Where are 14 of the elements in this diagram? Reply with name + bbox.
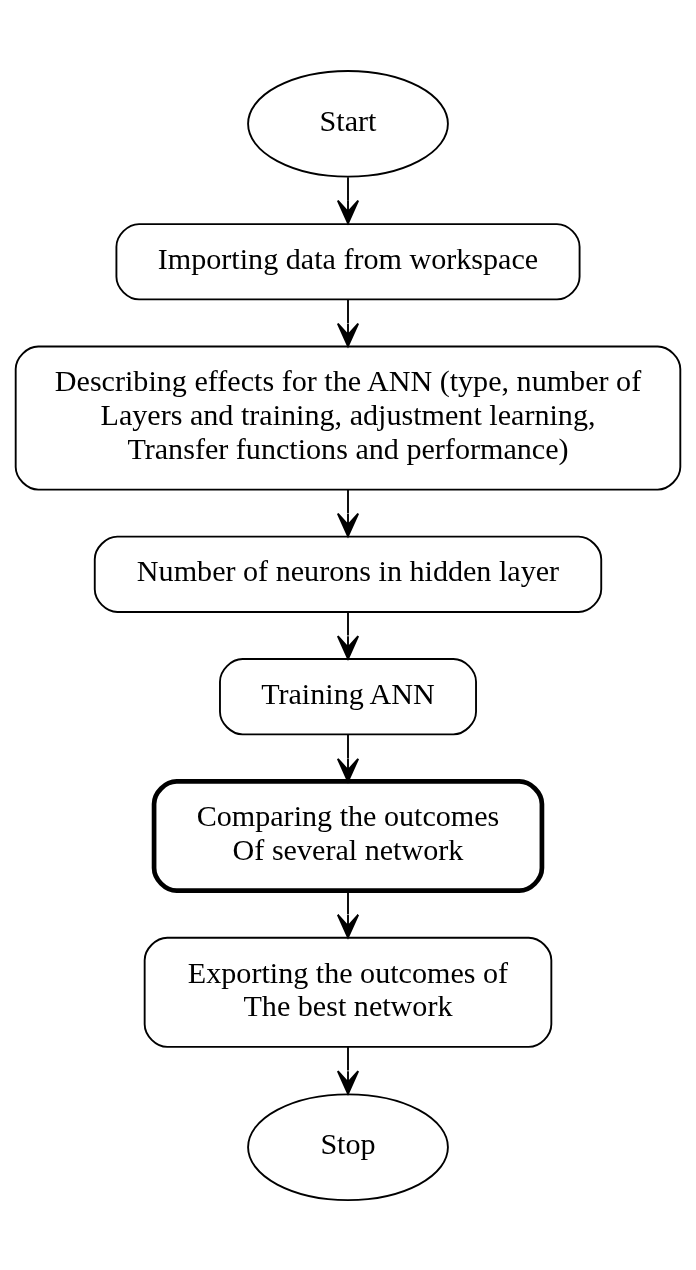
node-box: Training ANN: [219, 657, 477, 735]
arrow: [336, 175, 360, 224]
node-box: Exporting the outcomes of The best network: [143, 936, 553, 1048]
node-box: Comparing the outcomes Of several network: [151, 778, 545, 893]
arrow: [336, 733, 360, 782]
node-box: Number of neurons in hidden layer: [93, 535, 603, 613]
node-box: Describing effects for the ANN (type, number of Layers and training, adjustment learning, Transfer functions and performance): [14, 345, 682, 490]
arrow: [336, 488, 360, 537]
node-ellipse: Stop: [247, 1092, 449, 1201]
arrow: [336, 1045, 360, 1095]
node-ellipse: Start: [247, 69, 449, 178]
arrow: [336, 611, 360, 660]
node-box: Importing data from workspace: [115, 222, 581, 300]
arrow: [336, 298, 360, 347]
